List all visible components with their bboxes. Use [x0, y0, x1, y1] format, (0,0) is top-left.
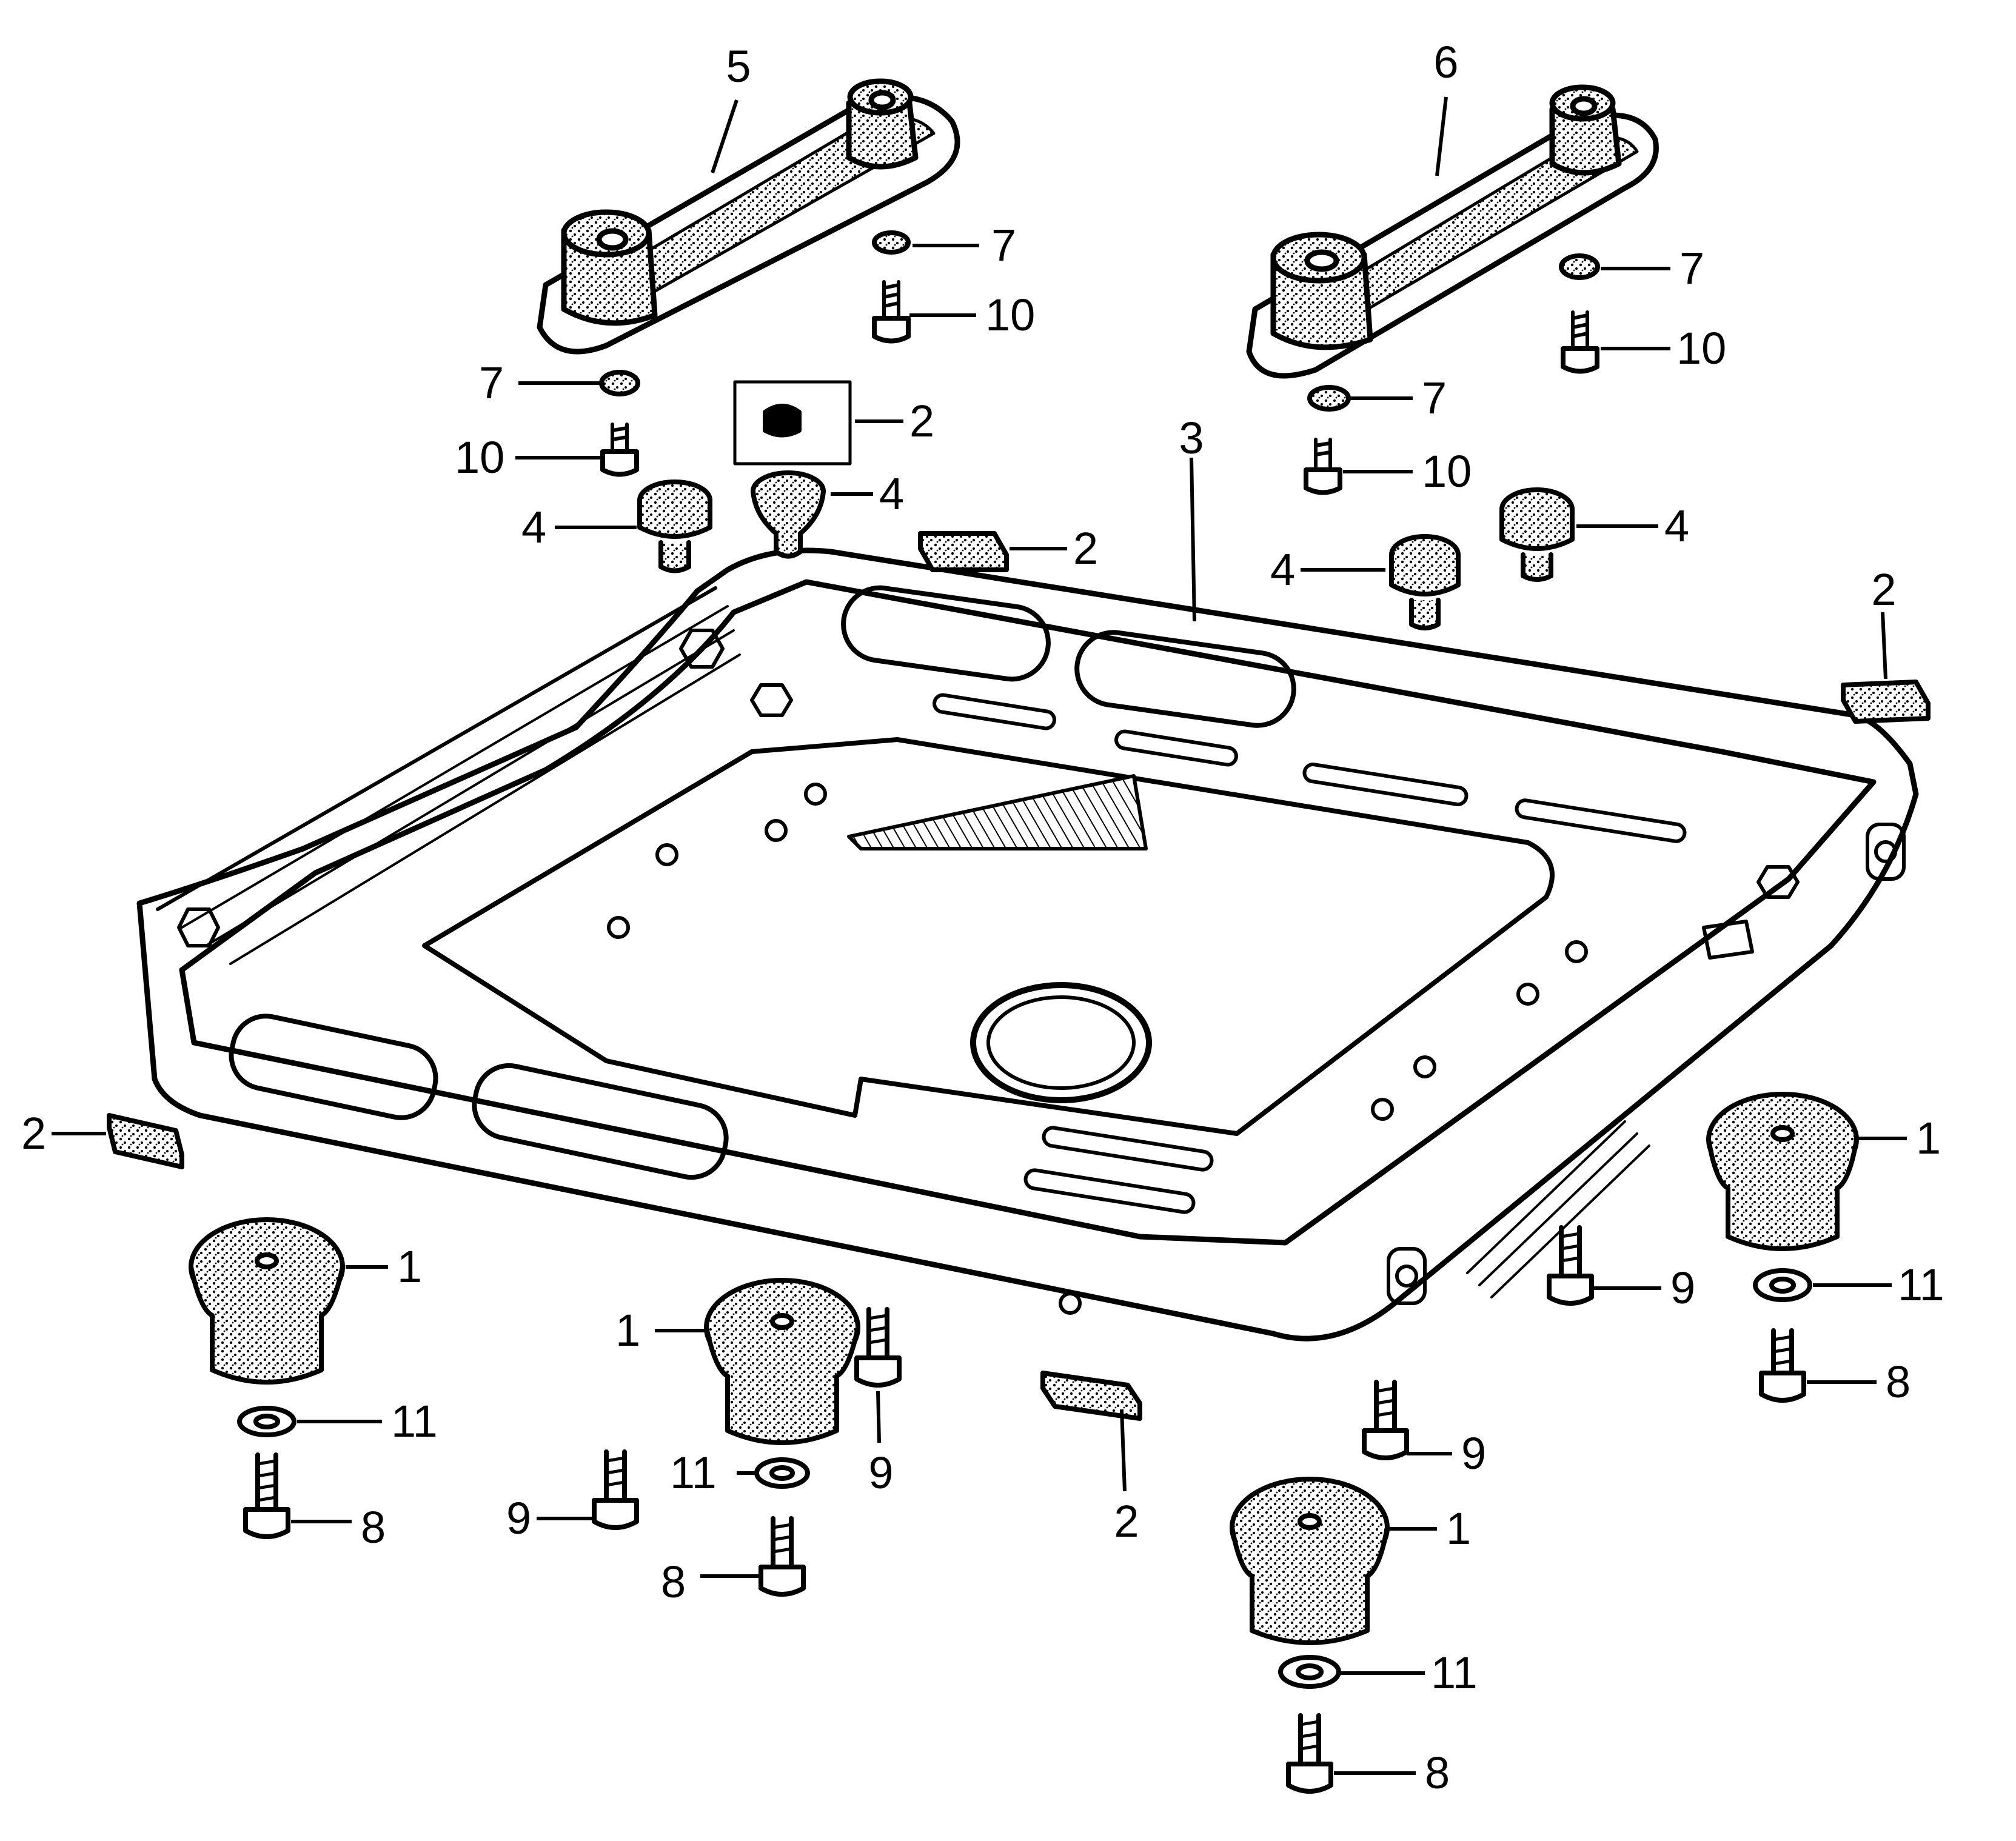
callout-9: 9 — [868, 1448, 893, 1498]
washer-7 — [872, 230, 911, 255]
callout-7: 7 — [991, 220, 1016, 270]
screw-10 — [872, 280, 911, 344]
callout-10: 10 — [985, 290, 1035, 340]
washer-11 — [237, 1406, 296, 1437]
bumper-4 — [1389, 534, 1461, 630]
screw-10 — [1561, 310, 1599, 374]
callout-4: 4 — [1664, 501, 1689, 551]
bumper-1 — [1230, 1477, 1390, 1645]
washer-7 — [1559, 253, 1600, 280]
callout-8: 8 — [661, 1557, 686, 1607]
callout-2: 2 — [1114, 1496, 1139, 1546]
hardware-parts — [107, 230, 1931, 1794]
screw-9 — [854, 1307, 902, 1388]
screw-9 — [1362, 1380, 1409, 1460]
bumper-4 — [637, 479, 712, 573]
bumper-4 — [1499, 487, 1575, 582]
callout-3: 3 — [1179, 413, 1204, 463]
callout-labels: 5 6 7 7 7 7 10 10 10 10 2 4 4 4 4 2 3 2 … — [21, 37, 1944, 1798]
washer-11 — [754, 1457, 810, 1489]
seat-frame — [136, 547, 1919, 1341]
callout-4: 4 — [521, 502, 546, 552]
callout-11: 11 — [670, 1448, 717, 1498]
bumper-1 — [704, 1278, 860, 1445]
callout-2: 2 — [1073, 523, 1098, 573]
bumper-4 — [751, 470, 826, 559]
callout-4: 4 — [1270, 544, 1295, 595]
callout-11: 11 — [391, 1396, 438, 1446]
callout-11: 11 — [1431, 1648, 1478, 1698]
bumper-1 — [1706, 1092, 1859, 1251]
screw-8 — [1286, 1713, 1333, 1794]
washer-11 — [1278, 1655, 1341, 1689]
callout-7: 7 — [1679, 243, 1704, 293]
callout-5: 5 — [726, 41, 751, 92]
mounting-bracket-5 — [537, 78, 960, 355]
callout-2: 2 — [909, 396, 934, 446]
screw-8 — [759, 1516, 806, 1597]
screw-10 — [1304, 438, 1342, 495]
leader-lines — [52, 96, 1907, 1775]
callout-2: 2 — [1871, 564, 1896, 615]
callout-1: 1 — [1916, 1113, 1941, 1163]
callout-10: 10 — [1422, 446, 1472, 496]
bumper-1 — [189, 1217, 345, 1385]
callout-4: 4 — [879, 469, 904, 519]
clip-2 — [107, 1113, 184, 1169]
clip-2 — [1040, 1371, 1142, 1421]
callout-2: 2 — [21, 1108, 46, 1158]
clip-2 — [1841, 680, 1931, 724]
callout-6: 6 — [1433, 37, 1458, 87]
callout-9: 9 — [1670, 1263, 1695, 1313]
callout-7: 7 — [1422, 373, 1447, 423]
callout-8: 8 — [1425, 1748, 1450, 1798]
screw-9 — [1547, 1225, 1594, 1306]
washer-7 — [1307, 385, 1351, 412]
clip-2 — [918, 531, 1009, 572]
callout-10: 10 — [1676, 323, 1726, 373]
callout-8: 8 — [361, 1502, 386, 1552]
washer-11 — [1753, 1268, 1812, 1302]
callout-1: 1 — [1446, 1503, 1471, 1554]
screw-8 — [1759, 1328, 1806, 1403]
callout-11: 11 — [1898, 1260, 1944, 1310]
clip-2-inset — [733, 380, 852, 466]
callout-10: 10 — [455, 432, 504, 483]
callout-7: 7 — [479, 358, 504, 408]
callout-9: 9 — [1461, 1428, 1486, 1478]
mounting-bracket-6 — [1246, 84, 1659, 379]
washer-7 — [599, 370, 640, 396]
screw-9 — [592, 1449, 639, 1530]
callout-1: 1 — [615, 1305, 640, 1355]
callout-9: 9 — [506, 1493, 531, 1543]
callout-8: 8 — [1886, 1357, 1911, 1407]
screw-10 — [600, 423, 639, 477]
screw-8 — [243, 1452, 290, 1539]
callout-1: 1 — [397, 1241, 422, 1292]
